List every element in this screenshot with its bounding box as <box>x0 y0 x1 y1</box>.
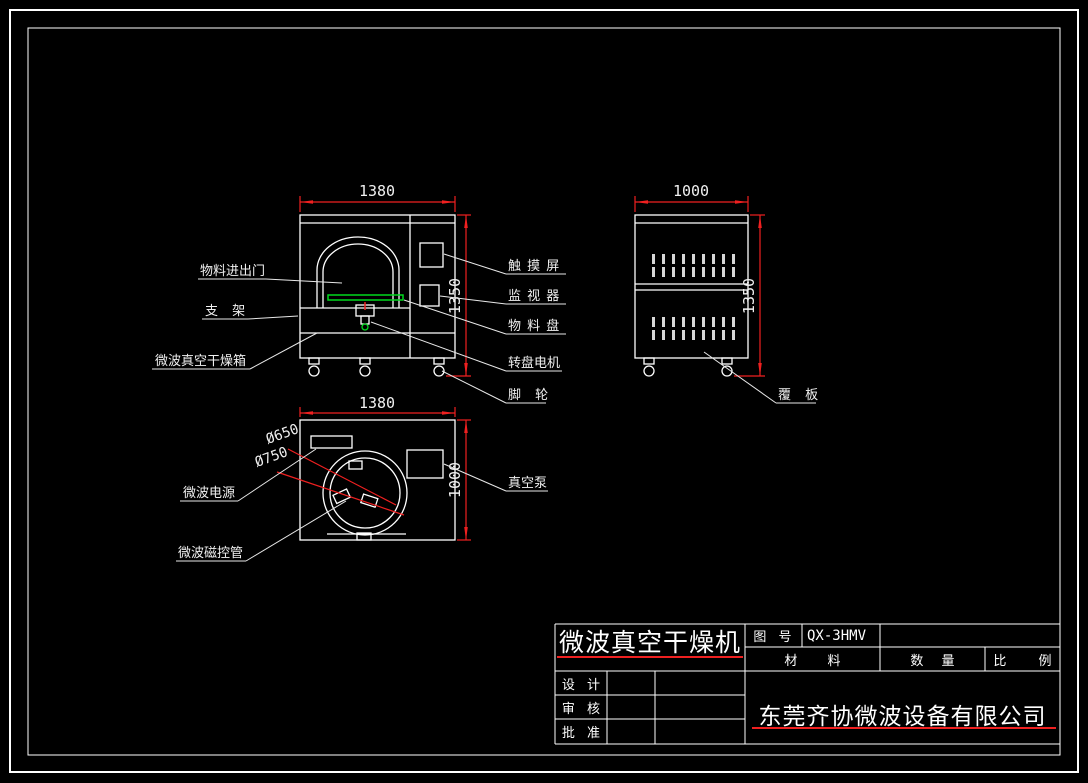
label-turntable-motor: 转盘电机 <box>508 355 560 371</box>
company-name: 东莞齐协微波设备有限公司 <box>758 704 1047 730</box>
label-vacuum-pump: 真空泵 <box>508 476 547 491</box>
top-front-fitting <box>356 532 372 541</box>
drum-outer-circle <box>322 450 408 536</box>
check-label: 审 核 <box>561 701 601 717</box>
material-label: 材 料 <box>784 653 841 669</box>
door-arch-outer <box>316 236 400 308</box>
monitor-rect <box>419 284 440 307</box>
top-body-outline <box>299 419 456 541</box>
motor-coupling <box>361 323 369 331</box>
design-label: 设 计 <box>561 677 601 693</box>
label-tray: 物 料 盘 <box>508 318 559 334</box>
front-dimensions <box>299 196 471 377</box>
inner-border <box>27 27 1061 756</box>
label-monitor: 监 视 器 <box>508 289 559 304</box>
touchscreen-rect <box>419 242 444 268</box>
motor-shaft <box>360 315 370 325</box>
top-view <box>299 419 456 541</box>
magnetron-1 <box>332 488 352 505</box>
front-body-outline <box>299 214 456 359</box>
top-width-dim-text: 1380 <box>359 394 395 412</box>
label-caster: 脚 轮 <box>508 387 548 403</box>
title-block-grid <box>554 623 1061 745</box>
front-leaders <box>152 253 566 404</box>
side-dimensions <box>634 196 765 377</box>
company-underline <box>752 727 1056 729</box>
label-touchscreen: 触 摸 屏 <box>508 259 559 274</box>
side-leaders <box>703 351 816 404</box>
side-width-dim-text: 1000 <box>673 182 709 200</box>
label-cover-plate: 覆 板 <box>778 388 818 403</box>
drawing-no-label: 图 号 <box>753 630 792 645</box>
magnetron-3 <box>348 460 363 470</box>
power-supply-rect <box>310 435 353 449</box>
side-view <box>634 214 749 377</box>
side-height-dim-text: 1350 <box>740 278 758 314</box>
dia650-leader <box>287 448 397 506</box>
label-dryer-box: 微波真空干燥箱 <box>155 353 246 369</box>
door-arch-inner <box>322 243 394 308</box>
title-underline <box>557 656 743 658</box>
top-leaders <box>176 448 548 562</box>
drawing-no-value: QX-3HMV <box>807 627 867 644</box>
label-support: 支 架 <box>205 304 245 319</box>
top-depth-dim-text: 1000 <box>446 462 464 498</box>
vacuum-pump-rect <box>406 449 444 479</box>
label-dia-650: Ø650 <box>264 421 301 448</box>
label-material-door: 物料进出门 <box>200 264 265 279</box>
label-magnetron: 微波磁控管 <box>178 546 243 561</box>
front-view <box>299 214 456 377</box>
vent-slots <box>652 254 736 340</box>
label-dia-750: Ø750 <box>253 444 290 471</box>
front-height-dim-text: 1350 <box>446 278 464 314</box>
front-width-dim-text: 1380 <box>359 182 395 200</box>
front-casters <box>308 357 445 377</box>
dia750-leader <box>276 471 405 516</box>
top-dimensions <box>276 407 471 541</box>
side-body-outline <box>634 214 749 359</box>
material-tray-rect <box>327 294 404 301</box>
side-casters <box>643 357 733 377</box>
quantity-label: 数 量 <box>910 653 955 669</box>
label-microwave-power: 微波电源 <box>183 486 235 501</box>
drawing-title: 微波真空干燥机 <box>559 628 742 657</box>
scale-label: 比 例 <box>993 653 1052 669</box>
outer-border <box>9 9 1079 773</box>
approve-label: 批 准 <box>561 726 601 741</box>
magnetron-2 <box>359 493 379 509</box>
drum-inner-circle <box>329 457 401 529</box>
